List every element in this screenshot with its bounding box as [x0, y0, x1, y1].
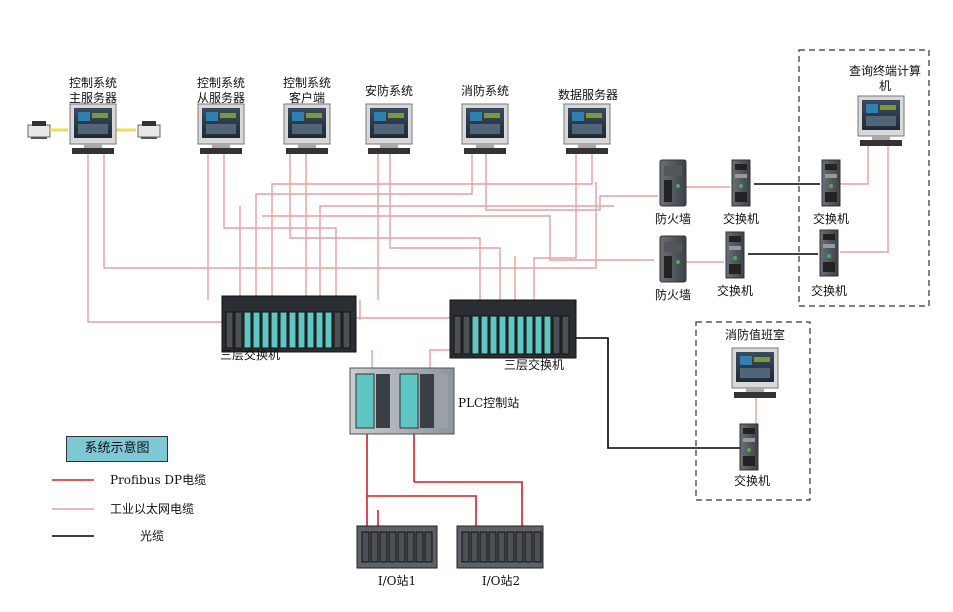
module-slot: [397, 531, 406, 563]
switch-icon: [819, 229, 839, 277]
profibus-cables: [366, 434, 523, 528]
module-slot: [297, 311, 306, 349]
main-server-monitor-icon: [69, 103, 117, 155]
module-slot: [552, 315, 561, 355]
legend-label-fiber: 光缆: [140, 529, 165, 543]
data-server-monitor-icon: [563, 103, 611, 155]
l3-switch-left-icon: [221, 295, 357, 353]
security-monitor-icon: [365, 103, 413, 155]
module-slot: [342, 311, 351, 349]
module-slot: [315, 311, 324, 349]
data-server-label: 数据服务器: [557, 88, 618, 102]
firewall-2-label: 防火墙: [654, 288, 691, 302]
legend-title: 系统示意图: [66, 436, 168, 462]
module-slot: [306, 311, 315, 349]
module-slot: [515, 531, 524, 563]
module-slot: [462, 315, 471, 355]
switch-1-label: 交换机: [722, 212, 759, 226]
module-slot: [516, 315, 525, 355]
query-terminal-monitor-icon: [857, 95, 905, 147]
io-station-2-label: I/O站2: [481, 574, 521, 588]
switch-fire-room-label: 交换机: [733, 474, 770, 488]
legend-label-profibus: Profibus DP电缆: [110, 473, 207, 487]
switch-icon: [731, 159, 751, 207]
printer-icon: [27, 120, 51, 140]
module-slot: [506, 531, 515, 563]
switch-icon: [739, 423, 759, 471]
module-slot: [479, 531, 488, 563]
client-label: 控制系统 客户端: [282, 76, 331, 105]
module-slot: [525, 315, 534, 355]
switch-2-label: 交换机: [716, 284, 753, 298]
module-slot: [406, 531, 415, 563]
io-station-1-icon: [356, 525, 438, 569]
plc-station-icon: [349, 367, 455, 435]
fiber-cables: [574, 183, 820, 449]
fire-label: 消防系统: [460, 84, 509, 98]
module-slot: [261, 311, 270, 349]
switch-3-label: 交换机: [812, 212, 849, 226]
io-station-1-label: I/O站1: [377, 574, 417, 588]
io-station-2-icon: [456, 525, 544, 569]
slave-server-label: 控制系统 从服务器: [196, 76, 245, 105]
firewall-1-label: 防火墙: [654, 212, 691, 226]
firewall-icon: [659, 235, 687, 283]
module-slot: [379, 531, 388, 563]
module-slot: [488, 531, 497, 563]
module-slot: [424, 531, 433, 563]
ethernet-cables: [87, 140, 889, 424]
module-slot: [234, 311, 243, 349]
query-terminal-zone: [798, 49, 930, 307]
module-slot: [507, 315, 516, 355]
query-terminal-label: 查询终端计算 机: [848, 64, 921, 93]
module-slot: [453, 315, 462, 355]
module-slot: [333, 311, 342, 349]
module-slot: [471, 315, 480, 355]
module-slot: [470, 531, 479, 563]
module-slot: [461, 531, 470, 563]
module-slot: [270, 311, 279, 349]
module-slot: [524, 531, 533, 563]
module-slot: [288, 311, 297, 349]
module-slot: [252, 311, 261, 349]
module-slot: [388, 531, 397, 563]
main-server-label: 控制系统 主服务器: [68, 76, 117, 105]
printer-icon: [137, 120, 161, 140]
module-slot: [498, 315, 507, 355]
module-slot: [370, 531, 379, 563]
switch-icon: [821, 159, 841, 207]
module-slot: [480, 315, 489, 355]
legend-label-ethernet: 工业以太网电缆: [110, 502, 195, 516]
switch-icon: [725, 231, 745, 279]
firewall-icon: [659, 159, 687, 207]
switch-4-label: 交换机: [810, 284, 847, 298]
fire-duty-monitor-icon: [731, 347, 779, 399]
plc-station-label: PLC控制站: [458, 396, 520, 410]
l3-switch-right-label: 三层交换机: [503, 358, 564, 372]
module-slot: [543, 315, 552, 355]
client-monitor-icon: [283, 103, 331, 155]
module-slot: [415, 531, 424, 563]
security-label: 安防系统: [364, 84, 413, 98]
module-slot: [279, 311, 288, 349]
module-slot: [497, 531, 506, 563]
module-slot: [489, 315, 498, 355]
module-slot: [324, 311, 333, 349]
l3-switch-right-icon: [449, 299, 577, 359]
module-slot: [533, 531, 542, 563]
l3-switch-left-label: 三层交换机: [219, 348, 280, 362]
module-slot: [243, 311, 252, 349]
module-slot: [361, 531, 370, 563]
module-slot: [225, 311, 234, 349]
slave-server-monitor-icon: [197, 103, 245, 155]
module-slot: [534, 315, 543, 355]
fire-duty-room-label: 消防值班室: [724, 328, 785, 342]
module-slot: [561, 315, 570, 355]
fire-monitor-icon: [461, 103, 509, 155]
fire-duty-room-zone: [695, 321, 811, 501]
